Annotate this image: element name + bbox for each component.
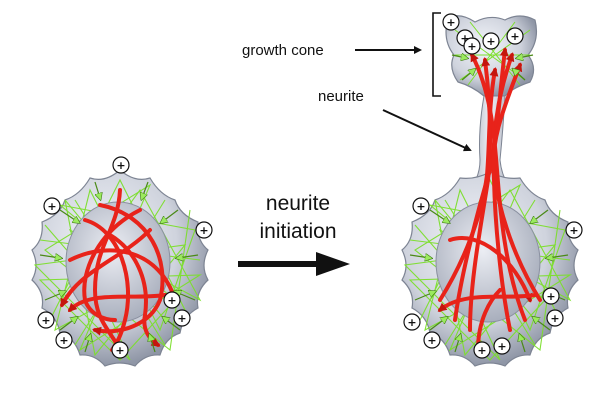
svg-text:+: +: [199, 224, 208, 237]
plus-end-marker: +: [565, 221, 583, 239]
plus-end-marker: +: [493, 337, 511, 355]
plus-end-marker: +: [542, 287, 560, 305]
svg-text:+: +: [41, 314, 50, 327]
microtubules: [60, 188, 178, 353]
cell-after-initiation: + + + + + + + + + + + + +: [401, 13, 583, 367]
transition: neurite initiation: [238, 192, 350, 276]
svg-text:+: +: [115, 344, 124, 357]
growth-cone-label: growth cone: [242, 42, 324, 59]
svg-text:+: +: [59, 334, 68, 347]
plus-end-markers: + + + + + + + +: [37, 156, 213, 359]
plus-end-marker: +: [463, 37, 481, 55]
cell-before-initiation: + + + + + + + +: [31, 156, 213, 367]
plus-end-markers: + + + + + + + + + + + + +: [403, 13, 583, 359]
growth-cone-bracket: [432, 12, 441, 97]
neurite-annotation: neurite: [318, 88, 472, 152]
svg-text:+: +: [460, 32, 469, 45]
svg-text:+: +: [116, 159, 125, 172]
plus-end-marker: +: [195, 221, 213, 239]
plus-end-marker: +: [173, 309, 191, 327]
plus-end-marker: +: [163, 291, 181, 309]
svg-text:+: +: [427, 334, 436, 347]
plus-end-marker: +: [111, 341, 129, 359]
plus-end-marker: +: [482, 32, 500, 50]
transition-label-line1: neurite: [266, 192, 330, 215]
plus-end-marker: +: [112, 156, 130, 174]
force-arrows: [39, 181, 199, 353]
transition-arrowhead: [316, 252, 350, 276]
plus-end-marker: +: [423, 331, 441, 349]
growth-cone-annotation: growth cone: [242, 12, 441, 97]
plus-end-marker: +: [37, 311, 55, 329]
force-arrows: [409, 55, 569, 353]
svg-text:+: +: [177, 312, 186, 325]
plus-end-marker: +: [55, 331, 73, 349]
plus-end-marker: +: [43, 197, 61, 215]
plus-end-marker: +: [403, 313, 421, 331]
svg-text:+: +: [167, 294, 176, 307]
neurite-label: neurite: [318, 88, 364, 105]
plus-end-marker: +: [412, 197, 430, 215]
neurite-pointer: [382, 109, 472, 152]
growth-cone-actin: [454, 21, 531, 86]
svg-text:+: +: [510, 30, 519, 43]
svg-text:+: +: [477, 344, 486, 357]
svg-text:+: +: [446, 16, 455, 29]
svg-text:+: +: [407, 316, 416, 329]
svg-text:+: +: [486, 35, 495, 48]
svg-text:+: +: [416, 200, 425, 213]
svg-text:+: +: [546, 290, 555, 303]
plus-end-marker: +: [506, 27, 524, 45]
microtubules: [437, 47, 542, 352]
svg-text:+: +: [550, 312, 559, 325]
plus-end-marker: +: [546, 309, 564, 327]
svg-text:+: +: [467, 40, 476, 53]
svg-text:+: +: [47, 200, 56, 213]
plus-end-marker: +: [442, 13, 460, 31]
svg-text:+: +: [497, 340, 506, 353]
plus-end-marker: +: [473, 341, 491, 359]
svg-text:+: +: [569, 224, 578, 237]
transition-label-line2: initiation: [259, 220, 336, 243]
